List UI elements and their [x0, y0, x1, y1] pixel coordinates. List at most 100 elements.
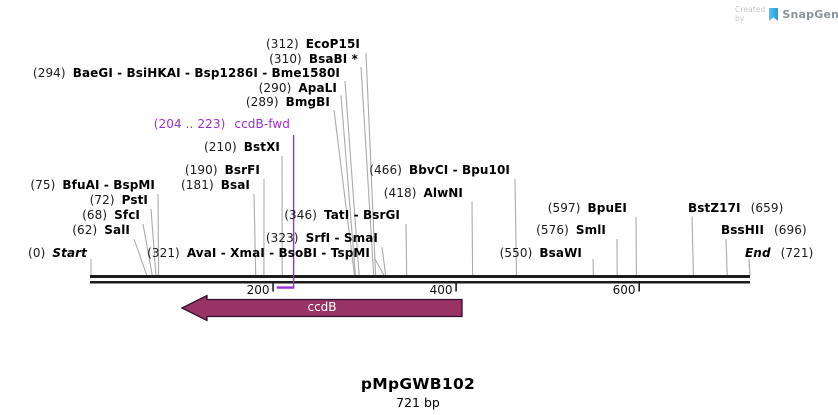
- site-label-bstz17i[interactable]: BstZ17I (659): [688, 201, 783, 215]
- connector-end: [748, 258, 751, 276]
- ruler-label-200: 200: [246, 282, 270, 297]
- site-name: SrfI - SmaI: [305, 231, 378, 245]
- ruler-tick-200: [272, 283, 274, 292]
- ruler-tick-600: [638, 283, 640, 292]
- site-pos: (75): [30, 178, 56, 192]
- connector-bmgbi: [333, 109, 356, 276]
- site-name: BaeGI - BsiHKAI - Bsp1286I - Bme1580I: [72, 66, 340, 80]
- site-name: SfcI: [114, 208, 140, 222]
- connector-psti: [150, 208, 157, 276]
- site-label-alwni[interactable]: (418) AlwNI: [384, 186, 463, 200]
- watermark-created-by-text: Created by: [735, 5, 766, 23]
- site-name: Start: [52, 245, 87, 260]
- connector-alwni: [471, 201, 474, 276]
- site-pos: (181): [180, 178, 214, 192]
- ccdb-feature-label[interactable]: ccdB: [307, 300, 337, 314]
- connector-baegi-group: [344, 80, 360, 276]
- site-name: BfuAI - BspMI: [62, 178, 155, 192]
- site-name: BstXI: [243, 140, 280, 154]
- site-name: AlwNI: [423, 186, 463, 200]
- site-label-bstxi[interactable]: (210) BstXI: [204, 140, 280, 154]
- ruler-tick-400: [455, 283, 457, 292]
- site-pos: (418): [383, 186, 417, 200]
- site-label-apali[interactable]: (290)ApaLI: [259, 81, 337, 95]
- site-pos: (346): [284, 208, 317, 222]
- site-name: SalI: [104, 223, 130, 237]
- site-name: BsaBI *: [308, 51, 358, 66]
- site-pos: (210): [203, 140, 237, 154]
- site-label-tati-group[interactable]: (346) TatI - BsrGI: [284, 208, 400, 222]
- site-pos: (0): [28, 245, 46, 260]
- site-pos: (294): [32, 66, 66, 80]
- ccdb-feature-arrow[interactable]: [180, 294, 463, 322]
- sequence-line-top: [90, 275, 750, 278]
- watermark-brand-text: SnapGene: [782, 7, 838, 21]
- site-name: TatI - BsrGI: [324, 208, 400, 222]
- site-label-bsawi[interactable]: (550)BsaWI: [500, 246, 582, 260]
- site-label-psti[interactable]: (72)PstI: [90, 193, 148, 207]
- site-pos: (323): [265, 231, 299, 245]
- connector-bsshii: [725, 238, 728, 276]
- connector-bsabi: [360, 66, 375, 276]
- site-label-bsabi[interactable]: (310)BsaBI *: [269, 52, 358, 66]
- connector-sali: [133, 238, 148, 276]
- site-pos: (312): [266, 37, 299, 51]
- site-name: BmgBI: [285, 95, 330, 109]
- site-label-avai-group[interactable]: (321) AvaI - XmaI - BsoBI - TspMI: [147, 246, 370, 260]
- site-pos: (550): [499, 245, 533, 260]
- connector-avai-group: [374, 258, 385, 276]
- connector-bstz17i: [691, 216, 694, 276]
- connector-lines: [90, 52, 751, 276]
- site-pos: (68): [82, 208, 108, 222]
- site-label-bsshii[interactable]: BssHII(696): [721, 223, 807, 237]
- site-name: EcoP15I: [305, 37, 360, 51]
- site-name: AvaI - XmaI - BsoBI - TspMI: [186, 245, 370, 260]
- ruler-label-600: 600: [612, 282, 636, 297]
- label-start[interactable]: (0) Start: [28, 246, 87, 260]
- site-label-sali[interactable]: (62) SalI: [72, 223, 130, 237]
- connector-bbvci-group: [514, 178, 518, 276]
- connector-sfci: [142, 223, 153, 276]
- site-label-bbvci-group[interactable]: (466)BbvCI - Bpu10I: [369, 163, 510, 177]
- site-name: BpuEI: [587, 201, 627, 215]
- connector-tati-group: [405, 223, 408, 276]
- site-pos: (597): [547, 201, 581, 215]
- snapgene-watermark: Created by SnapGene: [735, 5, 838, 23]
- primer-pos: (204 .. 223): [153, 117, 226, 131]
- site-pos: (659): [750, 200, 784, 215]
- site-name: ApaLI: [298, 80, 337, 95]
- site-label-bsrfi[interactable]: (190) BsrFI: [185, 163, 260, 177]
- site-label-ecop15i[interactable]: (312) EcoP15I: [266, 37, 360, 51]
- connector-apali: [340, 95, 356, 276]
- primer-name: ccdB-fwd: [234, 117, 290, 131]
- site-pos: (321): [147, 245, 180, 260]
- primer-label-ccdb-fwd[interactable]: (204 .. 223) ccdB-fwd: [154, 117, 290, 131]
- site-label-bmgbi[interactable]: (289)BmgBI: [246, 95, 330, 109]
- site-name: BsrFI: [224, 163, 260, 177]
- map-title-block: pMpGWB102 721 bp: [268, 375, 568, 410]
- site-pos: (190): [184, 163, 218, 177]
- site-label-baegi-group[interactable]: (294) BaeGI - BsiHKAI - Bsp1286I - Bme158…: [33, 66, 340, 80]
- sequence-line-bottom: [90, 281, 750, 284]
- site-pos: (72): [89, 193, 115, 207]
- site-label-bsai[interactable]: (181)BsaI: [181, 178, 250, 192]
- site-pos: (696): [774, 223, 807, 237]
- site-name: SmlI: [575, 223, 606, 237]
- plasmid-length: 721 bp: [396, 395, 440, 410]
- ruler-label-400: 400: [429, 282, 453, 297]
- site-label-bpuei[interactable]: (597) BpuEI: [548, 201, 627, 215]
- label-end[interactable]: End(721): [745, 246, 813, 260]
- plasmid-name: pMpGWB102: [360, 375, 476, 393]
- site-label-smli[interactable]: (576) SmlI: [536, 223, 606, 237]
- site-pos: (576): [536, 223, 569, 237]
- connector-ecop15i: [365, 52, 377, 276]
- site-label-srfi-group[interactable]: (323) SrfI - SmaI: [266, 231, 378, 245]
- site-name: BstZ17I: [688, 200, 741, 215]
- connector-bfuai-group: [157, 193, 160, 276]
- site-label-sfci[interactable]: (68) SfcI: [82, 208, 140, 222]
- connector-srfi-group: [381, 246, 387, 276]
- site-pos: (62): [72, 223, 98, 237]
- site-label-bfuai-group[interactable]: (75) BfuAI - BspMI: [30, 178, 155, 192]
